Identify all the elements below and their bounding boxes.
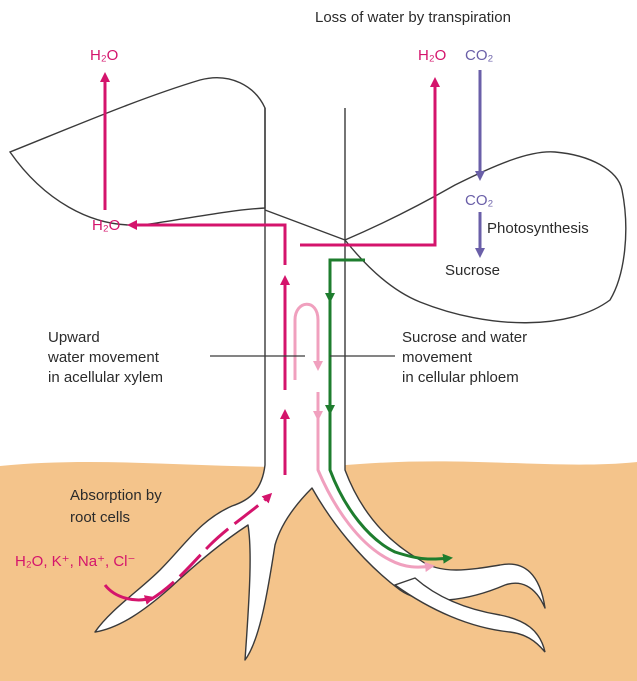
co2-leaf-label: CO₂ <box>465 192 494 209</box>
ions-label: H₂O, K⁺, Na⁺, Cl⁻ <box>15 553 135 570</box>
upward-label-line2: water movement <box>47 349 160 366</box>
phloem-label-line2: movement <box>402 349 473 366</box>
transpiration-label: Loss of water by transpiration <box>315 9 511 26</box>
right-leaf <box>345 152 626 323</box>
absorption-label-line2: root cells <box>70 509 130 526</box>
left-leaf <box>10 78 265 225</box>
photosynthesis-label: Photosynthesis <box>487 220 589 237</box>
phloem-label-line1: Sucrose and water <box>402 329 527 346</box>
h2o-top-left-label: H₂O <box>90 47 118 64</box>
sucrose-label: Sucrose <box>445 262 500 279</box>
upward-label-line3: in acellular xylem <box>48 369 163 386</box>
upward-label-line1: Upward <box>48 329 100 346</box>
co2-top-label: CO₂ <box>465 47 494 64</box>
xylem-flow-left-leaf-arrow <box>130 225 285 265</box>
phloem-label-line3: in cellular phloem <box>402 369 519 386</box>
h2o-top-right-label: H₂O <box>418 47 446 64</box>
absorption-label-line1: Absorption by <box>70 487 162 504</box>
h2o-leaf-label: H₂O <box>92 217 120 234</box>
